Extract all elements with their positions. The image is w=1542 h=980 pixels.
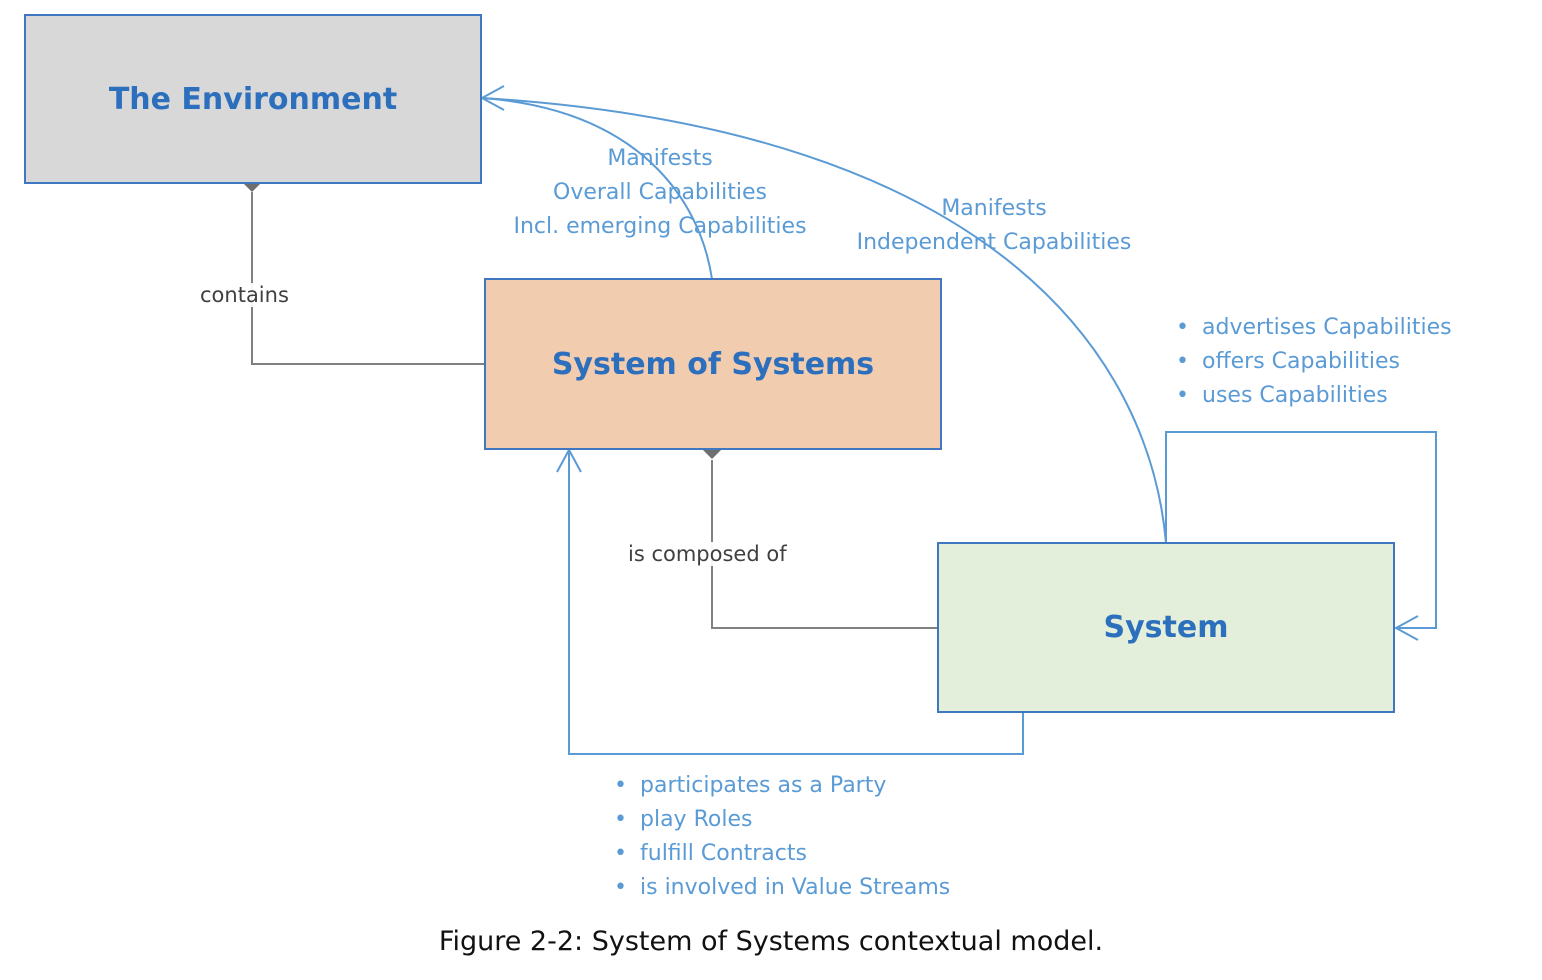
capability-item: advertises Capabilities — [1172, 311, 1472, 345]
system-label: System — [1103, 610, 1229, 645]
participation-item: participates as a Party — [610, 769, 966, 803]
system-manifests-line: Independent Capabilities — [856, 230, 1132, 255]
environment-box: The Environment — [24, 14, 482, 184]
sos-manifests-label: Manifests Overall Capabilities Incl. eme… — [500, 142, 820, 244]
system-manifests-line: Manifests — [941, 196, 1047, 221]
self-loop-arrowhead — [1393, 615, 1419, 641]
environment-arrowhead — [479, 85, 505, 111]
contains-connector — [251, 192, 485, 365]
system-of-systems-box: System of Systems — [484, 278, 942, 450]
system-of-systems-label: System of Systems — [551, 346, 875, 382]
participation-item: play Roles — [610, 803, 966, 837]
participation-connector — [568, 450, 1024, 755]
composed-of-connector — [711, 460, 938, 629]
sos-manifests-line: Manifests — [607, 146, 713, 171]
participation-item: is involved in Value Streams — [610, 871, 966, 905]
participation-item: fulfill Contracts — [610, 837, 966, 871]
system-manifests-label: Manifests Independent Capabilities — [846, 192, 1142, 260]
figure-caption: Figure 2-2: System of Systems contextual… — [438, 926, 1104, 957]
sos-manifests-line: Overall Capabilities — [553, 180, 767, 205]
participation-list: participates as a Party play Roles fulfi… — [610, 769, 966, 905]
sos-manifests-connector — [481, 97, 713, 280]
system-manifests-connector — [481, 97, 1167, 544]
system-box: System — [937, 542, 1395, 713]
self-capabilities-list: advertises Capabilities offers Capabilit… — [1172, 311, 1472, 413]
is-composed-of-label: is composed of — [628, 542, 787, 566]
capability-item: offers Capabilities — [1172, 345, 1472, 379]
contains-label: contains — [200, 283, 289, 307]
environment-label: The Environment — [108, 81, 398, 117]
participation-arrowhead — [556, 447, 582, 473]
sos-manifests-line: Incl. emerging Capabilities — [513, 214, 807, 239]
self-loop-connector — [1165, 431, 1437, 629]
capability-item: uses Capabilities — [1172, 379, 1472, 413]
